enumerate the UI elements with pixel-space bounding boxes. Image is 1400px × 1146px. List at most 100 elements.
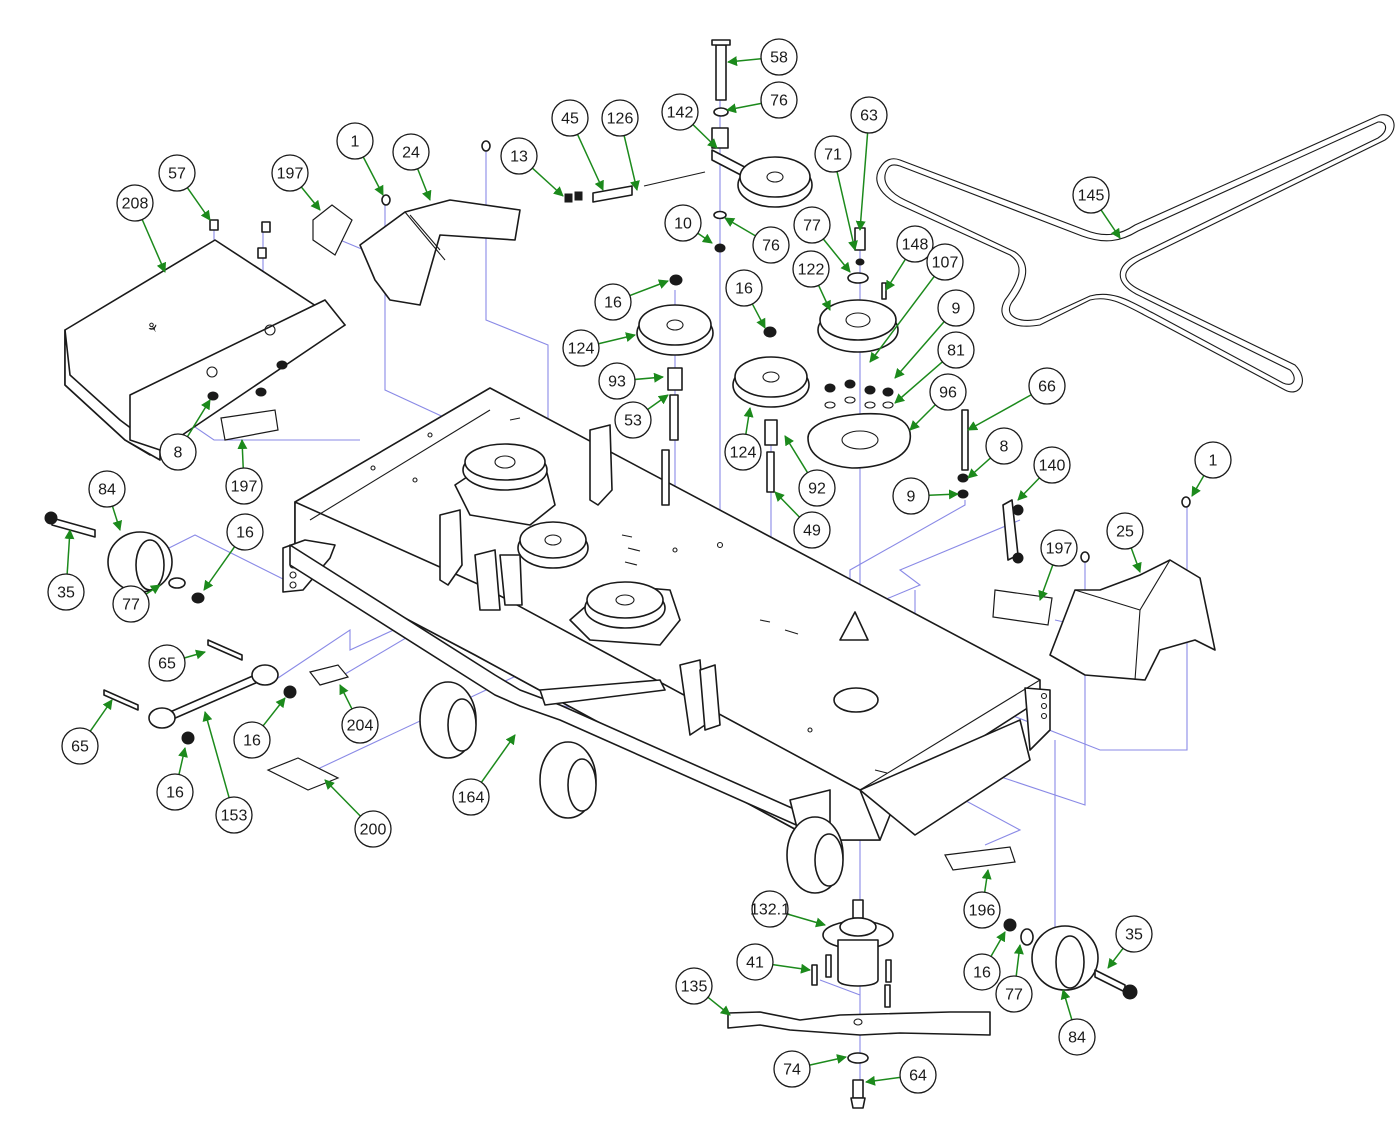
callout-number: 142 [667, 105, 694, 122]
callout-deck-belt: 145 [1072, 176, 1121, 239]
callout-bubble [601, 99, 639, 137]
callout-number: 124 [568, 341, 595, 358]
callout-bubble [896, 225, 934, 263]
callout-number: 107 [932, 255, 959, 272]
leader-arrow [909, 404, 936, 431]
callout-bubble [798, 469, 836, 507]
callout-bubble [354, 810, 392, 848]
callout-bubble [614, 401, 652, 439]
leader-arrow [809, 1054, 847, 1066]
callout-link: 140 [1017, 446, 1071, 501]
leader-arrow [967, 457, 992, 479]
callout-bubble [664, 204, 702, 242]
deck-wheels [419, 681, 844, 894]
callout-bubble [1058, 1018, 1096, 1056]
callout-bubble [793, 206, 831, 244]
callout-bubble [336, 122, 374, 160]
leader-arrow [145, 584, 161, 595]
callout-deck-frame: 164 [452, 734, 516, 816]
leader-arrow [1107, 947, 1124, 969]
callout-number: 65 [158, 656, 176, 673]
callout-number: 200 [360, 822, 387, 839]
callout-bubble [452, 778, 490, 816]
callout-number: 208 [122, 196, 149, 213]
leader-arrow [576, 134, 604, 191]
callout-nut: 8 [159, 399, 211, 471]
callout-decal: 197 [225, 439, 263, 505]
leader-arrow [339, 684, 353, 710]
callout-bubble [995, 975, 1033, 1013]
leader-arrow [981, 869, 992, 893]
leader-arrow [787, 913, 826, 928]
callout-bubble [1072, 176, 1110, 214]
callout-bolt: 53 [614, 394, 669, 439]
callout-spring: 126 [601, 99, 640, 191]
leader-arrow [817, 285, 831, 311]
callout-bubble [1115, 915, 1153, 953]
callout-bubble [760, 81, 798, 119]
callout-bubble [1106, 512, 1144, 550]
callout-number: 197 [231, 479, 258, 496]
leader-arrow [928, 489, 959, 500]
leader-arrow [885, 258, 907, 291]
leader-arrow [692, 124, 718, 149]
leader-arrow [724, 217, 756, 237]
callout-bolt: 41 [736, 943, 811, 981]
callout-bubble [661, 93, 699, 131]
callout-belt-cover: 208 [116, 184, 166, 273]
leader-arrow [1013, 944, 1024, 977]
callout-bubble [159, 433, 197, 471]
discharge-chute-right [1049, 559, 1216, 681]
leader-arrow [186, 399, 211, 438]
callout-bubble [929, 373, 967, 411]
leader-arrow [416, 168, 432, 201]
callout-number: 16 [166, 785, 184, 802]
link [1002, 499, 1024, 564]
leader-arrow [774, 491, 800, 518]
leader-arrow [262, 697, 286, 727]
callout-decal: 197 [271, 154, 321, 211]
leader-arrow [1191, 475, 1205, 497]
callout-blade-bolt: 64 [865, 1056, 937, 1094]
leader-arrow [697, 232, 713, 244]
callout-bubble [47, 573, 85, 611]
gauge-wheel-right [1003, 918, 1138, 1000]
callout-nut: 16 [725, 269, 766, 329]
callout-bubble [88, 470, 126, 508]
callout-number: 164 [458, 790, 485, 807]
callout-number: 145 [1078, 188, 1105, 205]
callout-bubble [752, 226, 790, 264]
callout-number: 9 [907, 489, 916, 506]
callout-nut: 9 [894, 289, 975, 379]
callout-nut: 16 [594, 279, 669, 321]
idler-pulleys [636, 274, 810, 506]
callout-drive-pulley: 122 [792, 250, 831, 311]
leader-arrow [237, 439, 248, 469]
deck-spindle-pulleys [454, 443, 681, 646]
callout-spacer: 93 [598, 362, 664, 400]
callout-bubble [675, 967, 713, 1005]
callout-washer: 76 [724, 217, 790, 264]
callout-gauge-wheel: 84 [88, 470, 126, 531]
callout-bubble [937, 331, 975, 369]
callout-bubble [598, 362, 636, 400]
callout-washer: 81 [894, 331, 975, 404]
leader-arrow [1060, 989, 1073, 1020]
callout-washer: 77 [793, 206, 851, 273]
leader-arrow [743, 407, 754, 435]
callout-pulley-plate: 96 [909, 373, 967, 431]
callout-number: 92 [808, 481, 826, 498]
callout-discharge-chute-right: 25 [1106, 512, 1144, 573]
callout-bubble [963, 953, 1001, 991]
callout-washer: 77 [112, 584, 161, 623]
callout-bubble [500, 137, 538, 175]
callout-number: 8 [1000, 439, 1009, 456]
callout-bubble [760, 38, 798, 76]
leader-arrow [629, 279, 669, 297]
leader-arrow [865, 1075, 901, 1086]
callout-number: 35 [57, 585, 75, 602]
callout-bubble [392, 133, 430, 171]
callout-number: 64 [909, 1068, 927, 1085]
